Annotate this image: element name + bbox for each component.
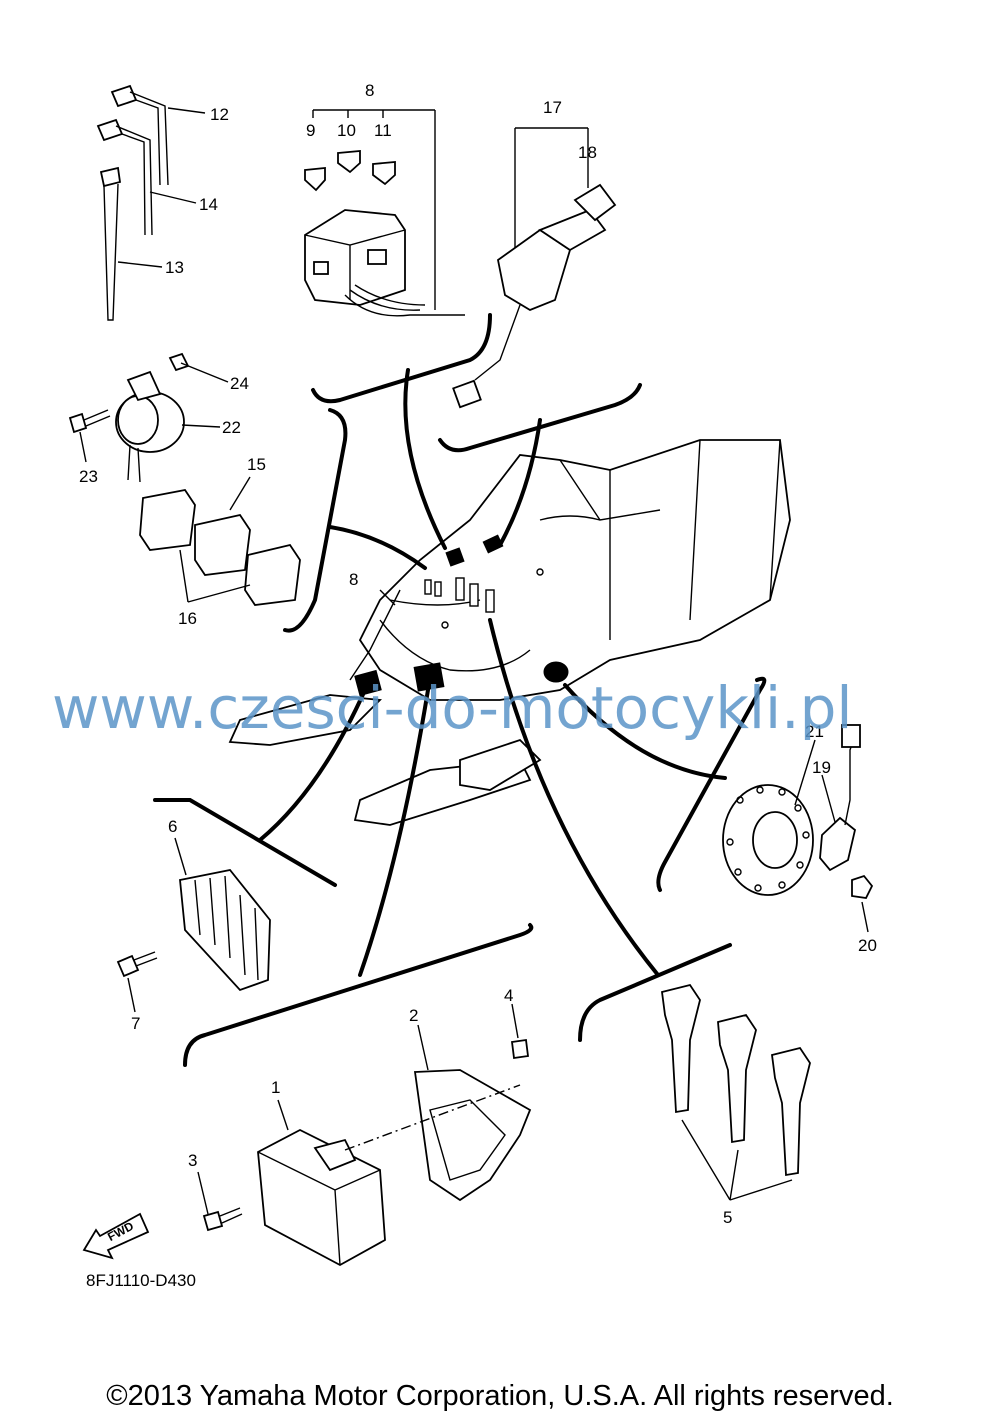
callout-labels: 1 2 3 4 5 6 7 8 8 9 10 11 12 13 14 15 16… <box>79 81 877 1227</box>
ecu-group <box>202 1038 532 1267</box>
vehicle-body <box>228 439 791 826</box>
callout-20: 20 <box>858 936 877 955</box>
callout-24: 24 <box>230 374 249 393</box>
callout-15: 15 <box>247 455 266 474</box>
callout-6: 6 <box>168 817 177 836</box>
callout-23: 23 <box>79 467 98 486</box>
callout-21: 21 <box>805 722 824 741</box>
callout-8: 8 <box>365 81 374 100</box>
callout-3: 3 <box>188 1151 197 1170</box>
fuse-box-group <box>304 109 465 317</box>
relays <box>139 489 301 606</box>
group-brackets <box>153 313 767 1067</box>
callout-14: 14 <box>199 195 218 214</box>
callout-4: 4 <box>504 986 513 1005</box>
pickup-group <box>722 724 874 899</box>
buzzer-group <box>68 352 190 483</box>
callout-5: 5 <box>723 1208 732 1227</box>
callout-17: 17 <box>543 98 562 117</box>
callout-22: 22 <box>222 418 241 437</box>
callout-13: 13 <box>165 258 184 277</box>
callout-9: 9 <box>306 121 315 140</box>
callout-11: 11 <box>374 121 392 140</box>
rectifier-regulator <box>116 869 271 992</box>
watermark-text: www.czesci-do-motocykli.pl <box>52 674 853 742</box>
leader-lines <box>79 107 869 1215</box>
callout-10: 10 <box>337 121 356 140</box>
callout-1: 1 <box>271 1078 280 1097</box>
callout-8-second: 8 <box>349 570 358 589</box>
ignition-coils <box>661 983 811 1201</box>
callout-7: 7 <box>131 1014 140 1033</box>
cable-ties <box>96 84 169 321</box>
callout-12: 12 <box>210 105 229 124</box>
copyright-notice: ©2013 Yamaha Motor Corporation, U.S.A. A… <box>106 1380 894 1412</box>
fwd-arrow-icon: FWD <box>82 1212 150 1260</box>
diagram-code: 8FJ1110-D430 <box>86 1271 196 1290</box>
callout-19: 19 <box>812 758 831 777</box>
callout-18: 18 <box>578 143 597 162</box>
ignition-switch <box>452 127 617 409</box>
callout-2: 2 <box>409 1006 418 1025</box>
callout-16: 16 <box>178 609 197 628</box>
